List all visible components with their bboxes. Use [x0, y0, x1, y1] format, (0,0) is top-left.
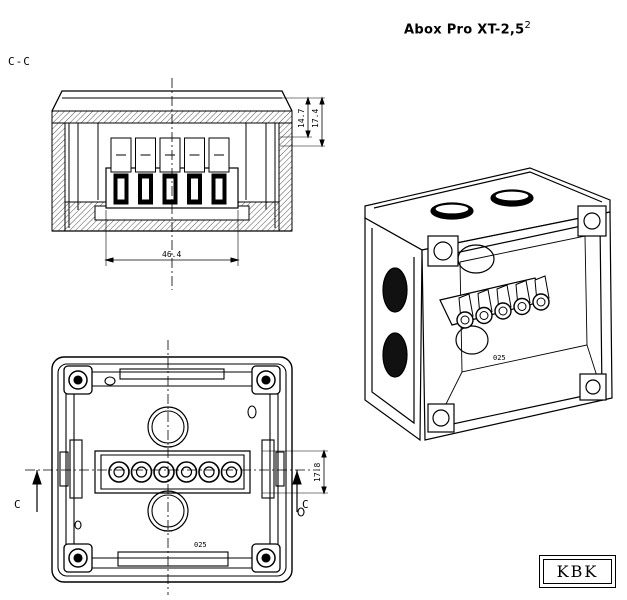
section-view: [51, 78, 325, 290]
isometric-view: [364, 167, 613, 442]
iso-gland-label: 025: [493, 354, 506, 362]
terminal-block-iso: [456, 275, 550, 329]
dim-overall-depth: 17.4: [311, 109, 320, 128]
section-marker-right: C: [302, 498, 309, 511]
iso-terminal-screw: [494, 302, 512, 320]
iso-terminal-screw: [475, 306, 493, 325]
dim-terminal-width: 46.4: [162, 250, 181, 259]
iso-terminal-screw: [456, 311, 474, 329]
front-gland-label: 025: [194, 541, 207, 549]
terminal-block-front: [108, 461, 243, 483]
logo-text: KBK: [543, 559, 612, 584]
section-marker-left: C: [14, 498, 21, 511]
drawing-title: Abox Pro XT-2,52: [404, 20, 531, 37]
section-view-label: C-C: [8, 55, 31, 68]
terminal-block-section: [110, 137, 230, 205]
dim-upper-depth: 14.7: [297, 109, 306, 128]
corner-screws: [63, 365, 281, 573]
front-view: [25, 340, 328, 595]
kbk-logo: KBK: [539, 555, 616, 588]
dim-side-height: 17.8: [313, 463, 322, 482]
product-name: Abox Pro XT-2,5: [404, 22, 525, 38]
iso-terminal-screw: [513, 297, 531, 316]
product-superscript: 2: [524, 20, 532, 31]
iso-terminal-screw: [532, 293, 550, 311]
